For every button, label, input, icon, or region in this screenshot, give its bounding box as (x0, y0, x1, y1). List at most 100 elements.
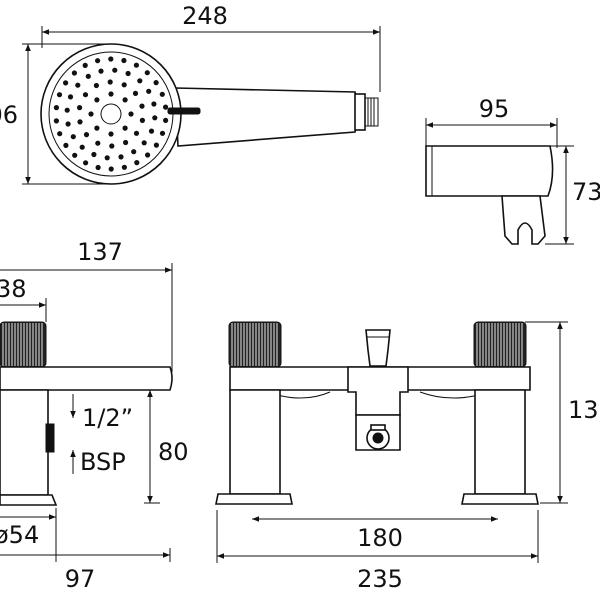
spray-nozzle (88, 111, 94, 117)
handset-handle (174, 87, 359, 147)
spray-nozzle (159, 91, 165, 97)
spray-nozzle (98, 68, 104, 74)
dim-handset-length: 248 (182, 2, 228, 30)
spray-nozzle (63, 142, 69, 148)
spray-nozzle (57, 131, 63, 137)
spray-nozzle (107, 79, 113, 85)
spray-nozzle (122, 97, 128, 103)
spray-nozzle (82, 62, 88, 68)
dim-handset-diameter: 106 (0, 101, 18, 129)
spray-nozzle (112, 67, 118, 73)
dim-side-depth: 137 (77, 238, 123, 266)
spray-nozzle (125, 70, 131, 77)
dim-overall-width: 235 (357, 565, 403, 593)
wall-holder: 95 73 (425, 95, 600, 245)
spray-nozzle (144, 70, 150, 76)
spray-nozzle (137, 78, 143, 84)
spray-nozzle (85, 73, 91, 79)
spray-nozzle (64, 107, 70, 113)
spray-nozzle (128, 111, 134, 117)
spray-nozzle (159, 130, 166, 136)
spray-nozzle (134, 160, 140, 166)
front-view: 180 235 13 (215, 321, 599, 593)
side-spout-body (0, 366, 173, 391)
spray-nozzle (139, 117, 145, 123)
spray-nozzle (91, 151, 97, 158)
front-pillar-left (229, 389, 281, 495)
spray-selector (167, 107, 201, 115)
dim-body-height: 80 (158, 438, 189, 466)
spray-nozzle (123, 139, 129, 146)
spray-nozzle (53, 105, 60, 111)
spray-nozzle (133, 62, 139, 68)
front-handle-right (473, 321, 527, 368)
spray-nozzle (79, 144, 85, 150)
spray-nozzle (163, 117, 169, 123)
dim-thread-type: BSP (80, 448, 126, 476)
dim-overall-height: 13 (568, 396, 599, 424)
spray-nozzle (72, 152, 78, 158)
spray-nozzle (93, 82, 99, 89)
spray-nozzle (163, 104, 169, 110)
spray-nozzle (67, 94, 74, 100)
spray-nozzle (65, 121, 71, 127)
spray-nozzle (108, 56, 114, 62)
spray-nozzle (56, 92, 63, 98)
spray-nozzle (71, 70, 77, 76)
side-base (0, 494, 58, 506)
dim-base-depth: 97 (65, 565, 96, 593)
spray-nozzle (121, 82, 127, 88)
spray-nozzle (108, 91, 114, 97)
handset-thread (365, 97, 379, 127)
spray-nozzle (94, 125, 100, 131)
spray-nozzle (63, 80, 69, 86)
spray-nozzle (141, 140, 147, 146)
front-handle-left (228, 321, 282, 368)
shower-outlet-core (372, 432, 384, 444)
handset-centre (100, 103, 122, 125)
spray-nozzle (83, 132, 90, 138)
spray-nozzle (77, 119, 83, 125)
spout-housing (347, 366, 409, 416)
dim-holder-width: 95 (479, 95, 510, 123)
spray-nozzle (121, 57, 127, 64)
side-view: 137 38 1/2” BSP 80 ø54 97 (0, 238, 189, 593)
dim-thread-size: 1/2” (82, 404, 133, 432)
dim-base-diameter: ø54 (0, 521, 39, 549)
front-pillar-right (474, 389, 526, 495)
diverter-knob (365, 329, 391, 367)
dim-handle-offset: 38 (0, 275, 27, 303)
spray-nozzle (153, 80, 159, 86)
side-handle-knob (0, 321, 47, 368)
spray-nozzle (83, 160, 89, 166)
spray-nozzle (104, 155, 110, 161)
spray-nozzle (152, 115, 158, 121)
spray-nozzle (132, 90, 139, 96)
spray-nozzle (109, 143, 115, 149)
holder-cradle (501, 195, 546, 245)
spray-nozzle (139, 103, 145, 109)
spray-nozzle (70, 134, 76, 140)
spray-nozzle (146, 88, 152, 94)
handset-collar (354, 93, 366, 131)
spray-nozzle (148, 128, 155, 134)
knob-body (228, 321, 282, 368)
spray-nozzle (121, 164, 127, 170)
spray-nozzle (95, 58, 101, 64)
spray-nozzle (118, 154, 124, 160)
dim-centres: 180 (357, 524, 403, 552)
knob-body (473, 321, 527, 368)
spray-nozzle (151, 101, 157, 107)
spray-nozzle (122, 125, 128, 131)
front-base-right (461, 493, 539, 505)
outlet-nut (370, 424, 386, 431)
spray-nozzle (75, 82, 81, 88)
spray-nozzle (95, 140, 101, 146)
handset-head (40, 43, 182, 185)
side-outlet-thread (45, 423, 55, 453)
spray-nozzle (94, 97, 100, 103)
spray-nozzle (145, 152, 151, 158)
holder-bracket (425, 145, 554, 197)
dim-holder-height: 73 (572, 178, 600, 206)
